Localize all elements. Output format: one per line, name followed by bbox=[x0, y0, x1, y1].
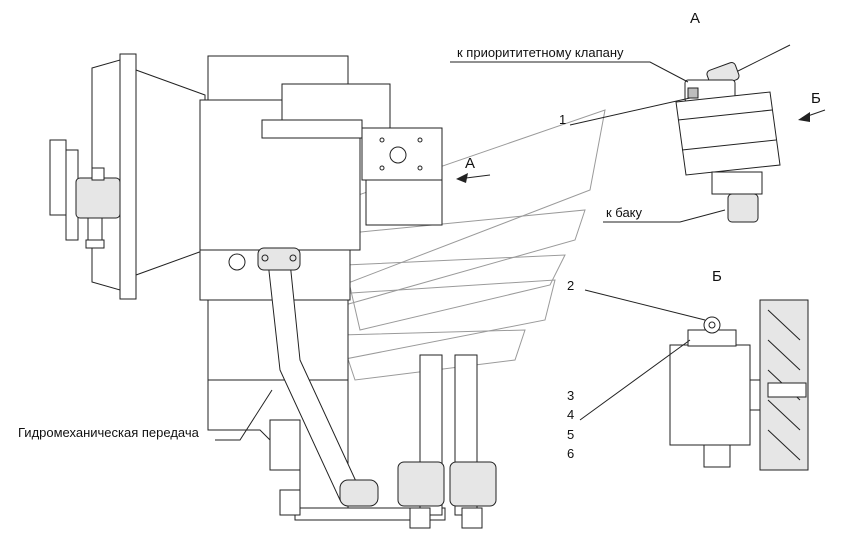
callout-2: 2 bbox=[567, 278, 575, 293]
mount-right bbox=[449, 461, 497, 507]
valve-block bbox=[361, 127, 443, 181]
left-fitting bbox=[75, 177, 121, 219]
transmission-assembly bbox=[49, 53, 497, 529]
pipe-top-fitting bbox=[257, 247, 301, 271]
callout-3: 3 bbox=[567, 388, 575, 403]
leader-lines bbox=[215, 61, 726, 441]
pipe-bottom-fitting bbox=[339, 479, 379, 507]
label-transmission: Гидромеханическая передача bbox=[18, 425, 199, 440]
view-a-title: А bbox=[690, 10, 701, 27]
view-b-valve bbox=[669, 344, 751, 446]
view-a-arrow-label: А bbox=[465, 155, 476, 172]
view-b-detail bbox=[669, 299, 809, 471]
bell-housing bbox=[135, 69, 206, 276]
label-priority-valve: к приорититетному клапану bbox=[457, 45, 624, 60]
view-a-valve bbox=[675, 91, 781, 176]
callout-4: 4 bbox=[567, 407, 575, 422]
mount-left bbox=[397, 461, 445, 507]
callout-1: 1 bbox=[559, 112, 567, 127]
view-b-title: Б bbox=[712, 268, 722, 285]
valve-base bbox=[365, 179, 443, 226]
view-b-arrow-label: Б bbox=[811, 90, 821, 107]
callout-6: 6 bbox=[567, 446, 575, 461]
left-flange bbox=[119, 53, 137, 300]
label-to-tank: к баку bbox=[606, 205, 643, 220]
view-a-detail bbox=[675, 44, 791, 223]
view-arrows bbox=[456, 109, 826, 183]
callout-5: 5 bbox=[567, 427, 575, 442]
